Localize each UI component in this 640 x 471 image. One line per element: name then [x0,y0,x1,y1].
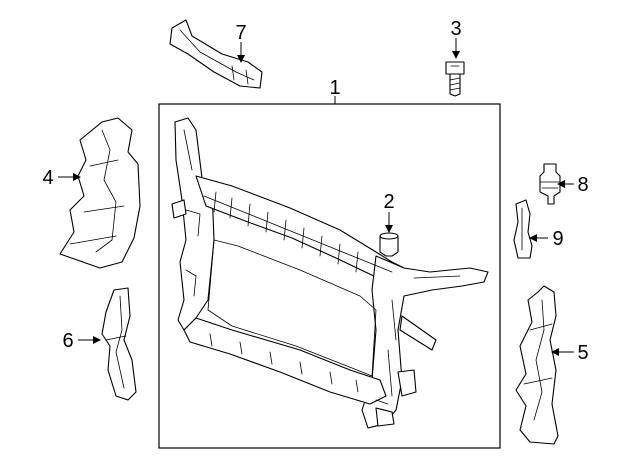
callout-6: 6 [62,330,73,352]
callout-4: 4 [42,167,53,189]
part-8-sensor[interactable] [539,163,561,205]
callout-1: 1 [329,77,340,99]
part-4-left-air-deflector[interactable] [59,117,141,269]
callout-9: 9 [552,228,563,250]
part-9-side-bracket[interactable] [513,199,533,259]
part-3-bolt[interactable] [445,61,465,97]
part-1-group-box [158,103,501,449]
callout-7: 7 [235,22,246,44]
part-6-lower-left-deflector[interactable] [101,287,137,401]
part-2-bushing[interactable] [379,232,399,257]
part-7-upper-bracket[interactable] [169,19,263,89]
callout-3: 3 [450,18,461,40]
callout-8: 8 [577,174,588,196]
part-1-radiator-support[interactable] [171,117,489,429]
callout-2: 2 [383,191,394,213]
callout-5: 5 [577,342,588,364]
part-5-right-air-deflector[interactable] [515,285,559,445]
